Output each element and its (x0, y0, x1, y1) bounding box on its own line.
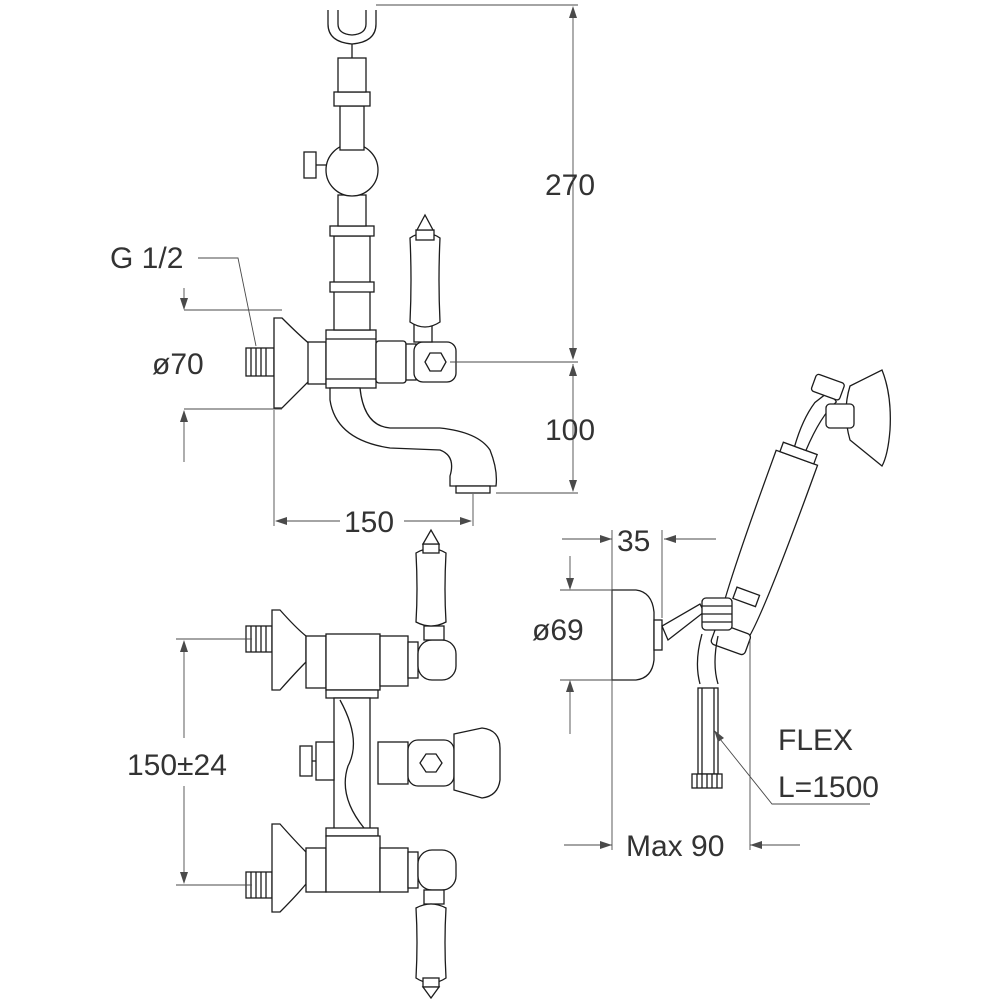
adjust-knob (303, 151, 317, 179)
upper-flange (271, 609, 307, 691)
front-spout (453, 727, 501, 799)
hand-shower-set (611, 369, 891, 789)
hand-shower-dimensions (560, 530, 870, 850)
shower-riser (303, 10, 379, 331)
top-dimensions (180, 4, 578, 526)
hex-indicator (424, 352, 447, 372)
lever-handle (409, 232, 441, 328)
lower-handle (415, 903, 447, 984)
height-100-label: 100 (545, 414, 595, 447)
wall-holder (611, 589, 655, 681)
max-90-label: Max 90 (626, 830, 724, 863)
center-distance-dimension (176, 638, 252, 886)
centers-label: 150±24 (127, 749, 227, 782)
width-150-label: 150 (344, 506, 394, 539)
mixer-body (325, 329, 377, 389)
width-35-label: 35 (617, 525, 650, 558)
holder-diameter-label: ø69 (532, 614, 584, 647)
aerator (455, 485, 491, 494)
lower-flange (271, 823, 307, 913)
hose-length-label: L=1500 (778, 771, 879, 804)
flex-hose (696, 633, 703, 685)
threaded-inlet (245, 347, 275, 377)
valve-cap (413, 341, 457, 383)
front-view (245, 528, 501, 1000)
shower-holder (327, 10, 377, 45)
bath-spout (329, 387, 498, 487)
hex-nut (307, 341, 327, 385)
height-270-label: 270 (545, 169, 595, 202)
handle-finial (415, 213, 435, 231)
g-thread-label: G 1/2 (110, 242, 183, 275)
upper-handle (415, 547, 447, 627)
flange-diameter-label: ø70 (152, 348, 204, 381)
riser-ball (325, 143, 379, 197)
flex-label: FLEX (778, 724, 853, 757)
wall-flange (273, 317, 313, 409)
side-view (245, 10, 498, 494)
